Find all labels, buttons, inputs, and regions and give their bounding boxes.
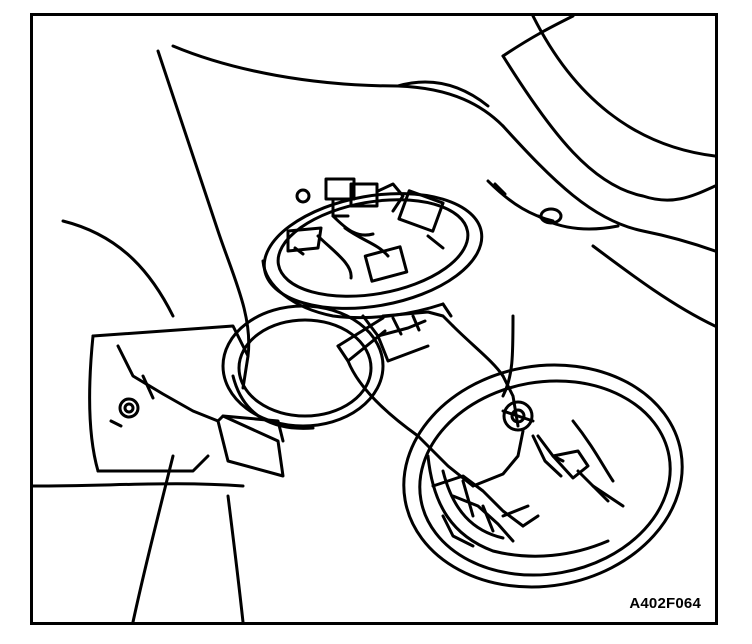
pump-flange	[261, 177, 484, 320]
panel-hole	[539, 207, 563, 225]
body-panel-contours	[33, 16, 715, 622]
fuel-pump-removal-illustration	[33, 16, 715, 622]
pump-cylinder	[336, 310, 525, 488]
tank-opening-lower	[402, 363, 684, 589]
illustration-frame: A402F064	[30, 13, 718, 625]
figure-reference-code: A402F064	[629, 595, 701, 612]
retaining-bracket	[88, 324, 285, 478]
pump-internals	[431, 400, 625, 548]
